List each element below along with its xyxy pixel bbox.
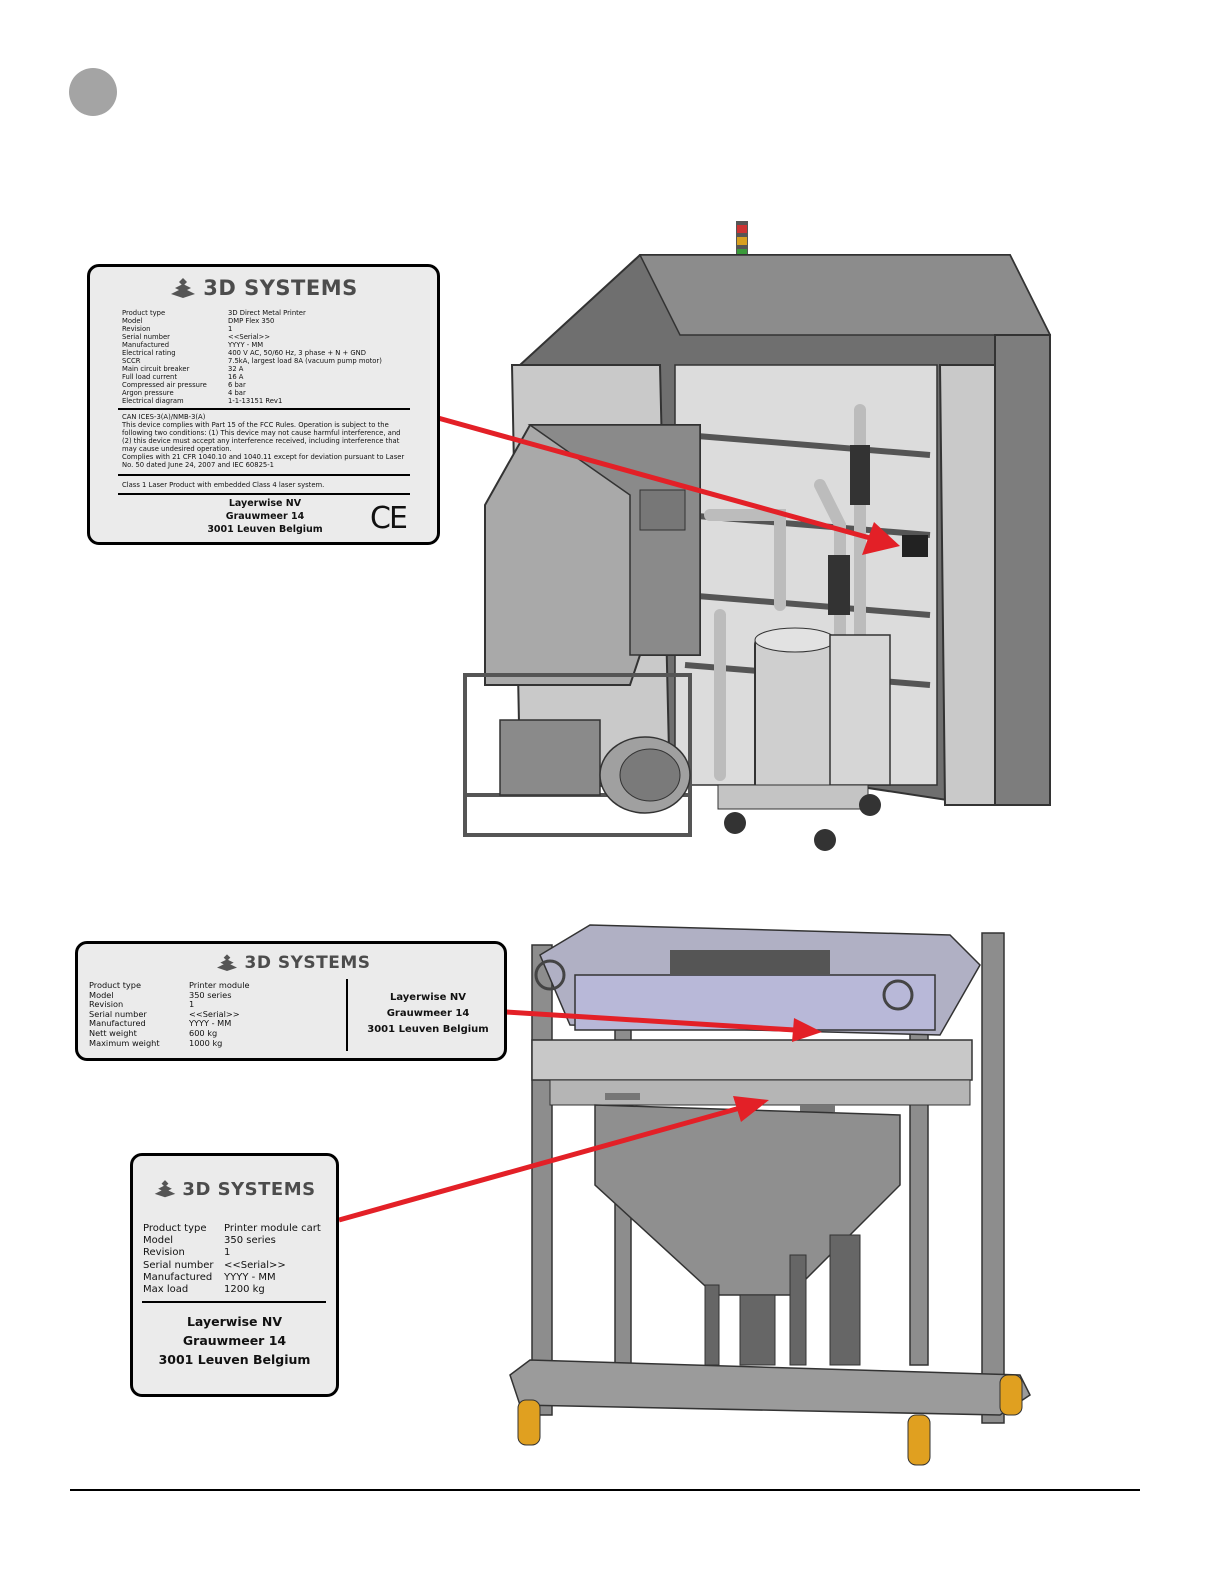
ce-mark: CE (370, 501, 408, 536)
spec-value: 1000 kg (189, 1037, 223, 1048)
brand-name: 3D SYSTEMS (244, 953, 371, 973)
spec-value: 3D Direct Metal Printer (228, 309, 306, 317)
spec-key: Maximum weight (89, 1037, 160, 1048)
arrow-to-cart-label (338, 1096, 769, 1223)
spec-key: Model (143, 1235, 174, 1247)
spec-key: Manufactured (122, 341, 170, 349)
footer-rule (70, 1489, 1140, 1491)
divider (118, 474, 410, 476)
printer-rating-plate: 3D SYSTEMS Product type 3D Direct Metal P… (87, 264, 440, 545)
spec-value: Printer module cart (224, 1223, 321, 1234)
3d-systems-logo-icon (153, 1176, 177, 1202)
spec-key: Product type (89, 980, 141, 990)
vertical-divider (346, 979, 348, 1051)
spec-key: Nett weight (89, 1027, 137, 1038)
spec-key: Revision (143, 1247, 185, 1259)
spec-value: Printer module (189, 980, 250, 990)
spec-value: YYYY - MM (228, 341, 264, 349)
spec-value: <<Serial>> (224, 1259, 286, 1271)
manufacturer-address: Layerwise NV Grauwmeer 14 3001 Leuven Be… (133, 1312, 336, 1369)
divider (118, 408, 410, 410)
spec-key: Max load (143, 1284, 189, 1296)
compliance-cfr: Complies with 21 CFR 1040.10 and 1040.11… (122, 453, 405, 469)
spec-value: 6 bar (228, 381, 246, 389)
address-line: Grauwmeer 14 (225, 511, 305, 522)
spec-value: 350 series (224, 1235, 276, 1247)
address-line: Grauwmeer 14 (386, 1008, 470, 1019)
spec-value: 1200 kg (224, 1284, 265, 1296)
compliance-ices: CAN ICES-3(A)/NMB-3(A) (122, 413, 206, 421)
spec-key: Product type (122, 309, 166, 317)
address-line: Layerwise NV (186, 1314, 283, 1329)
compliance-text: CAN ICES-3(A)/NMB-3(A) This device compl… (122, 413, 407, 469)
step-marker-circle (69, 68, 117, 116)
spec-value: <<Serial>> (228, 333, 271, 341)
spec-value: 1 (228, 325, 233, 333)
address-line: 3001 Leuven Belgium (207, 524, 323, 535)
brand-name: 3D SYSTEMS (182, 1178, 316, 1200)
manufacturer-address: Layerwise NV Grauwmeer 14 3001 Leuven Be… (353, 990, 503, 1038)
address-line: 3001 Leuven Belgium (367, 1024, 489, 1035)
spec-value: 4 bar (228, 389, 246, 397)
divider (118, 493, 410, 495)
spec-key: Manufactured (143, 1271, 213, 1283)
brand-logo: 3D SYSTEMS (90, 273, 437, 303)
dmp-printer-illustration (463, 221, 1052, 851)
spec-key: Model (122, 317, 143, 325)
3d-systems-logo-icon (169, 274, 197, 302)
spec-key: Serial number (143, 1259, 214, 1271)
spec-value: 1 (189, 999, 195, 1010)
spec-key: Revision (89, 999, 124, 1010)
spec-value: DMP Flex 350 (228, 317, 275, 325)
spec-key: Serial number (89, 1008, 147, 1019)
3d-systems-logo-icon (215, 951, 239, 975)
brand-logo: 3D SYSTEMS (208, 950, 378, 976)
address-line: Grauwmeer 14 (182, 1333, 287, 1348)
spec-value: 32 A (228, 365, 244, 373)
spec-key: Main circuit breaker (122, 365, 190, 373)
spec-key: SCCR (122, 357, 141, 365)
arrow-to-module-label (505, 1009, 822, 1042)
spec-key: Model (89, 989, 114, 1000)
address-line: Layerwise NV (228, 498, 302, 509)
spec-key: Electrical diagram (122, 397, 184, 405)
spec-key: Compressed air pressure (122, 381, 207, 389)
compliance-fcc: This device complies with Part 15 of the… (122, 421, 401, 453)
manufacturer-address: Layerwise NV Grauwmeer 14 3001 Leuven Be… (150, 497, 380, 536)
spec-value: 1 (224, 1247, 231, 1259)
printer-module-cart-plate: 3D SYSTEMS Product type Printer module ca… (130, 1153, 339, 1397)
spec-value: YYYY - MM (189, 1018, 232, 1029)
spec-value: 1-1-13151 Rev1 (228, 397, 283, 405)
spec-value: 7.5kA, largest load 8A (vacuum pump moto… (228, 357, 382, 365)
spec-value: 600 kg (189, 1027, 218, 1038)
spec-key: Full load current (122, 373, 177, 381)
address-line: 3001 Leuven Belgium (158, 1352, 311, 1367)
spec-value: 16 A (228, 373, 244, 381)
spec-key: Electrical rating (122, 349, 176, 357)
printer-module-cart-illustration (509, 924, 1031, 1466)
spec-value: <<Serial>> (189, 1008, 240, 1019)
spec-value: YYYY - MM (224, 1271, 276, 1283)
brand-name: 3D SYSTEMS (203, 276, 358, 300)
spec-key: Argon pressure (122, 389, 174, 397)
spec-key: Revision (122, 325, 151, 333)
spec-value: 400 V AC, 50/60 Hz, 3 phase + N + GND (228, 349, 366, 357)
spec-key: Product type (143, 1223, 207, 1234)
spec-key: Manufactured (89, 1018, 146, 1029)
arrow-to-printer-label (437, 415, 900, 555)
laser-class-text: Class 1 Laser Product with embedded Clas… (122, 481, 325, 489)
divider (142, 1301, 326, 1303)
spec-value: 350 series (189, 989, 232, 1000)
address-line: Layerwise NV (389, 992, 467, 1003)
spec-key: Serial number (122, 333, 170, 341)
brand-logo: 3D SYSTEMS (133, 1174, 336, 1204)
